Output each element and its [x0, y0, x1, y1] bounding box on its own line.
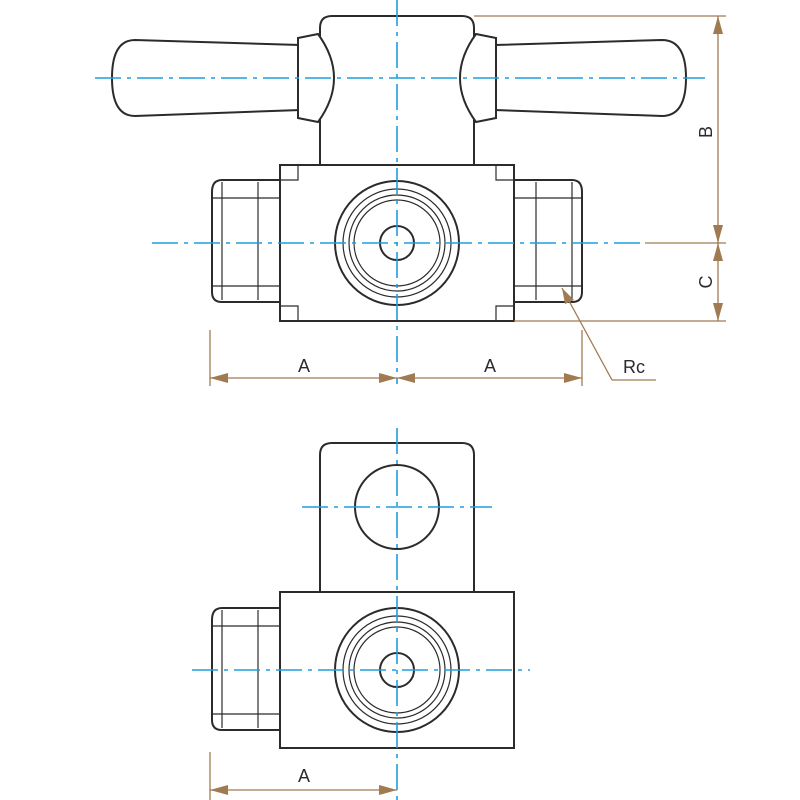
- side-left-port: [211, 607, 281, 731]
- right-port: [513, 179, 583, 303]
- front-view: B C A A Rc: [95, 0, 726, 386]
- dimension-b: [474, 15, 726, 243]
- label-b: B: [696, 126, 716, 138]
- dimension-c: [514, 242, 726, 322]
- left-port: [211, 179, 281, 303]
- label-a-top-right: A: [484, 356, 496, 376]
- dimension-a-bottom: [209, 752, 397, 800]
- label-rc: Rc: [623, 357, 645, 377]
- thread-leader: [561, 287, 656, 381]
- dimension-a-top: [209, 330, 583, 386]
- label-a-bottom: A: [298, 766, 310, 786]
- label-c: C: [696, 276, 716, 289]
- label-a-top-left: A: [298, 356, 310, 376]
- side-view: A: [192, 428, 530, 800]
